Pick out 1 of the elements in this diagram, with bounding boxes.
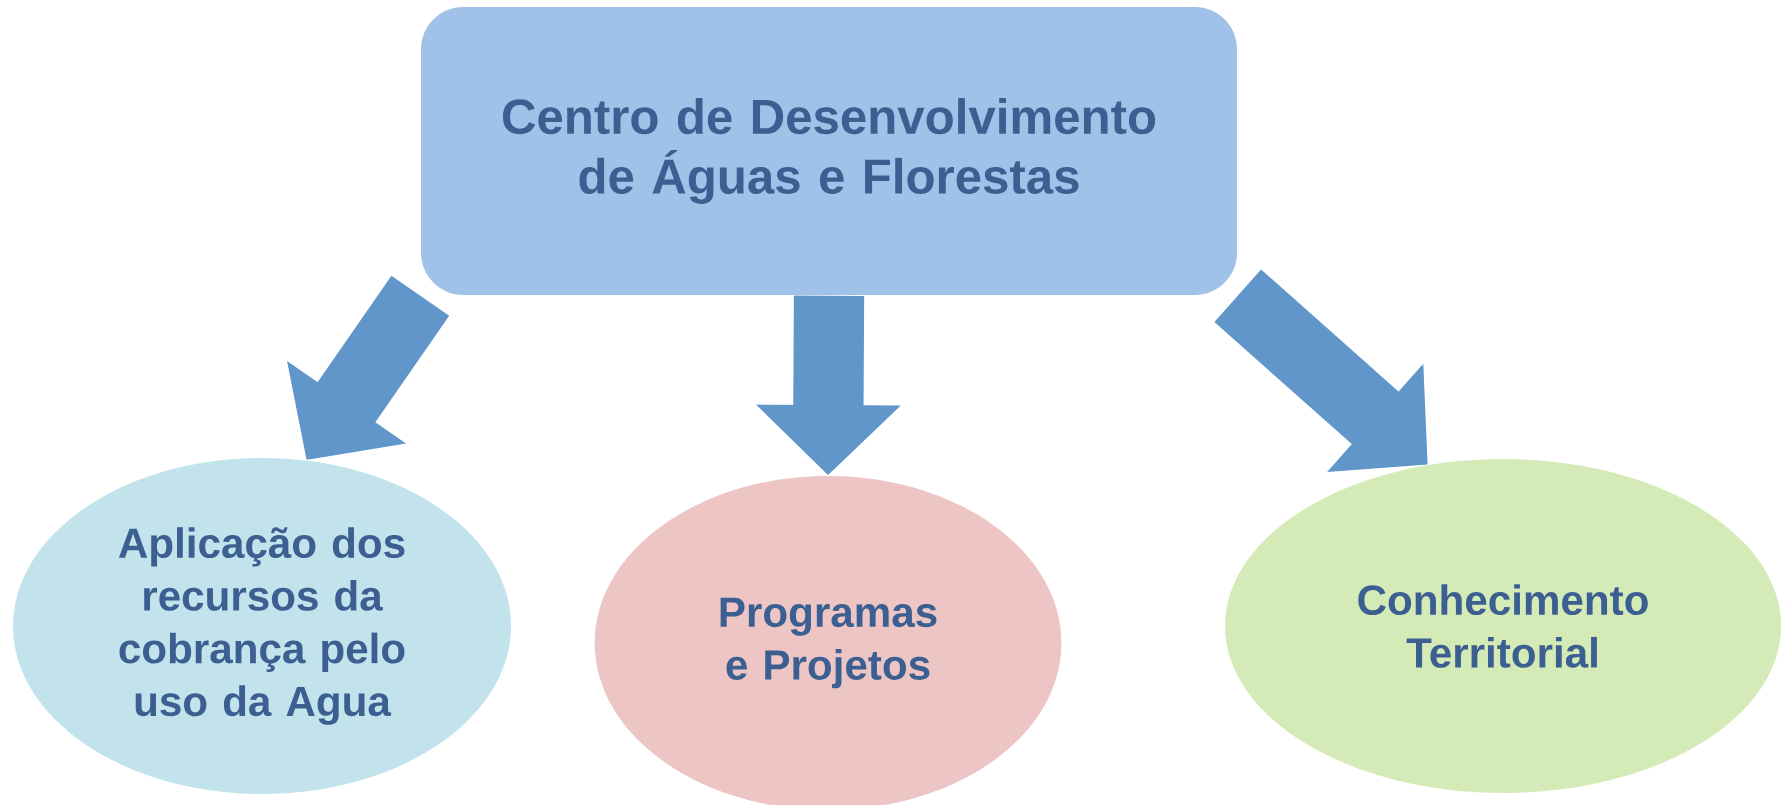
title-box: Centro de Desenvolvimento de Águas e Florestas: [421, 7, 1237, 295]
